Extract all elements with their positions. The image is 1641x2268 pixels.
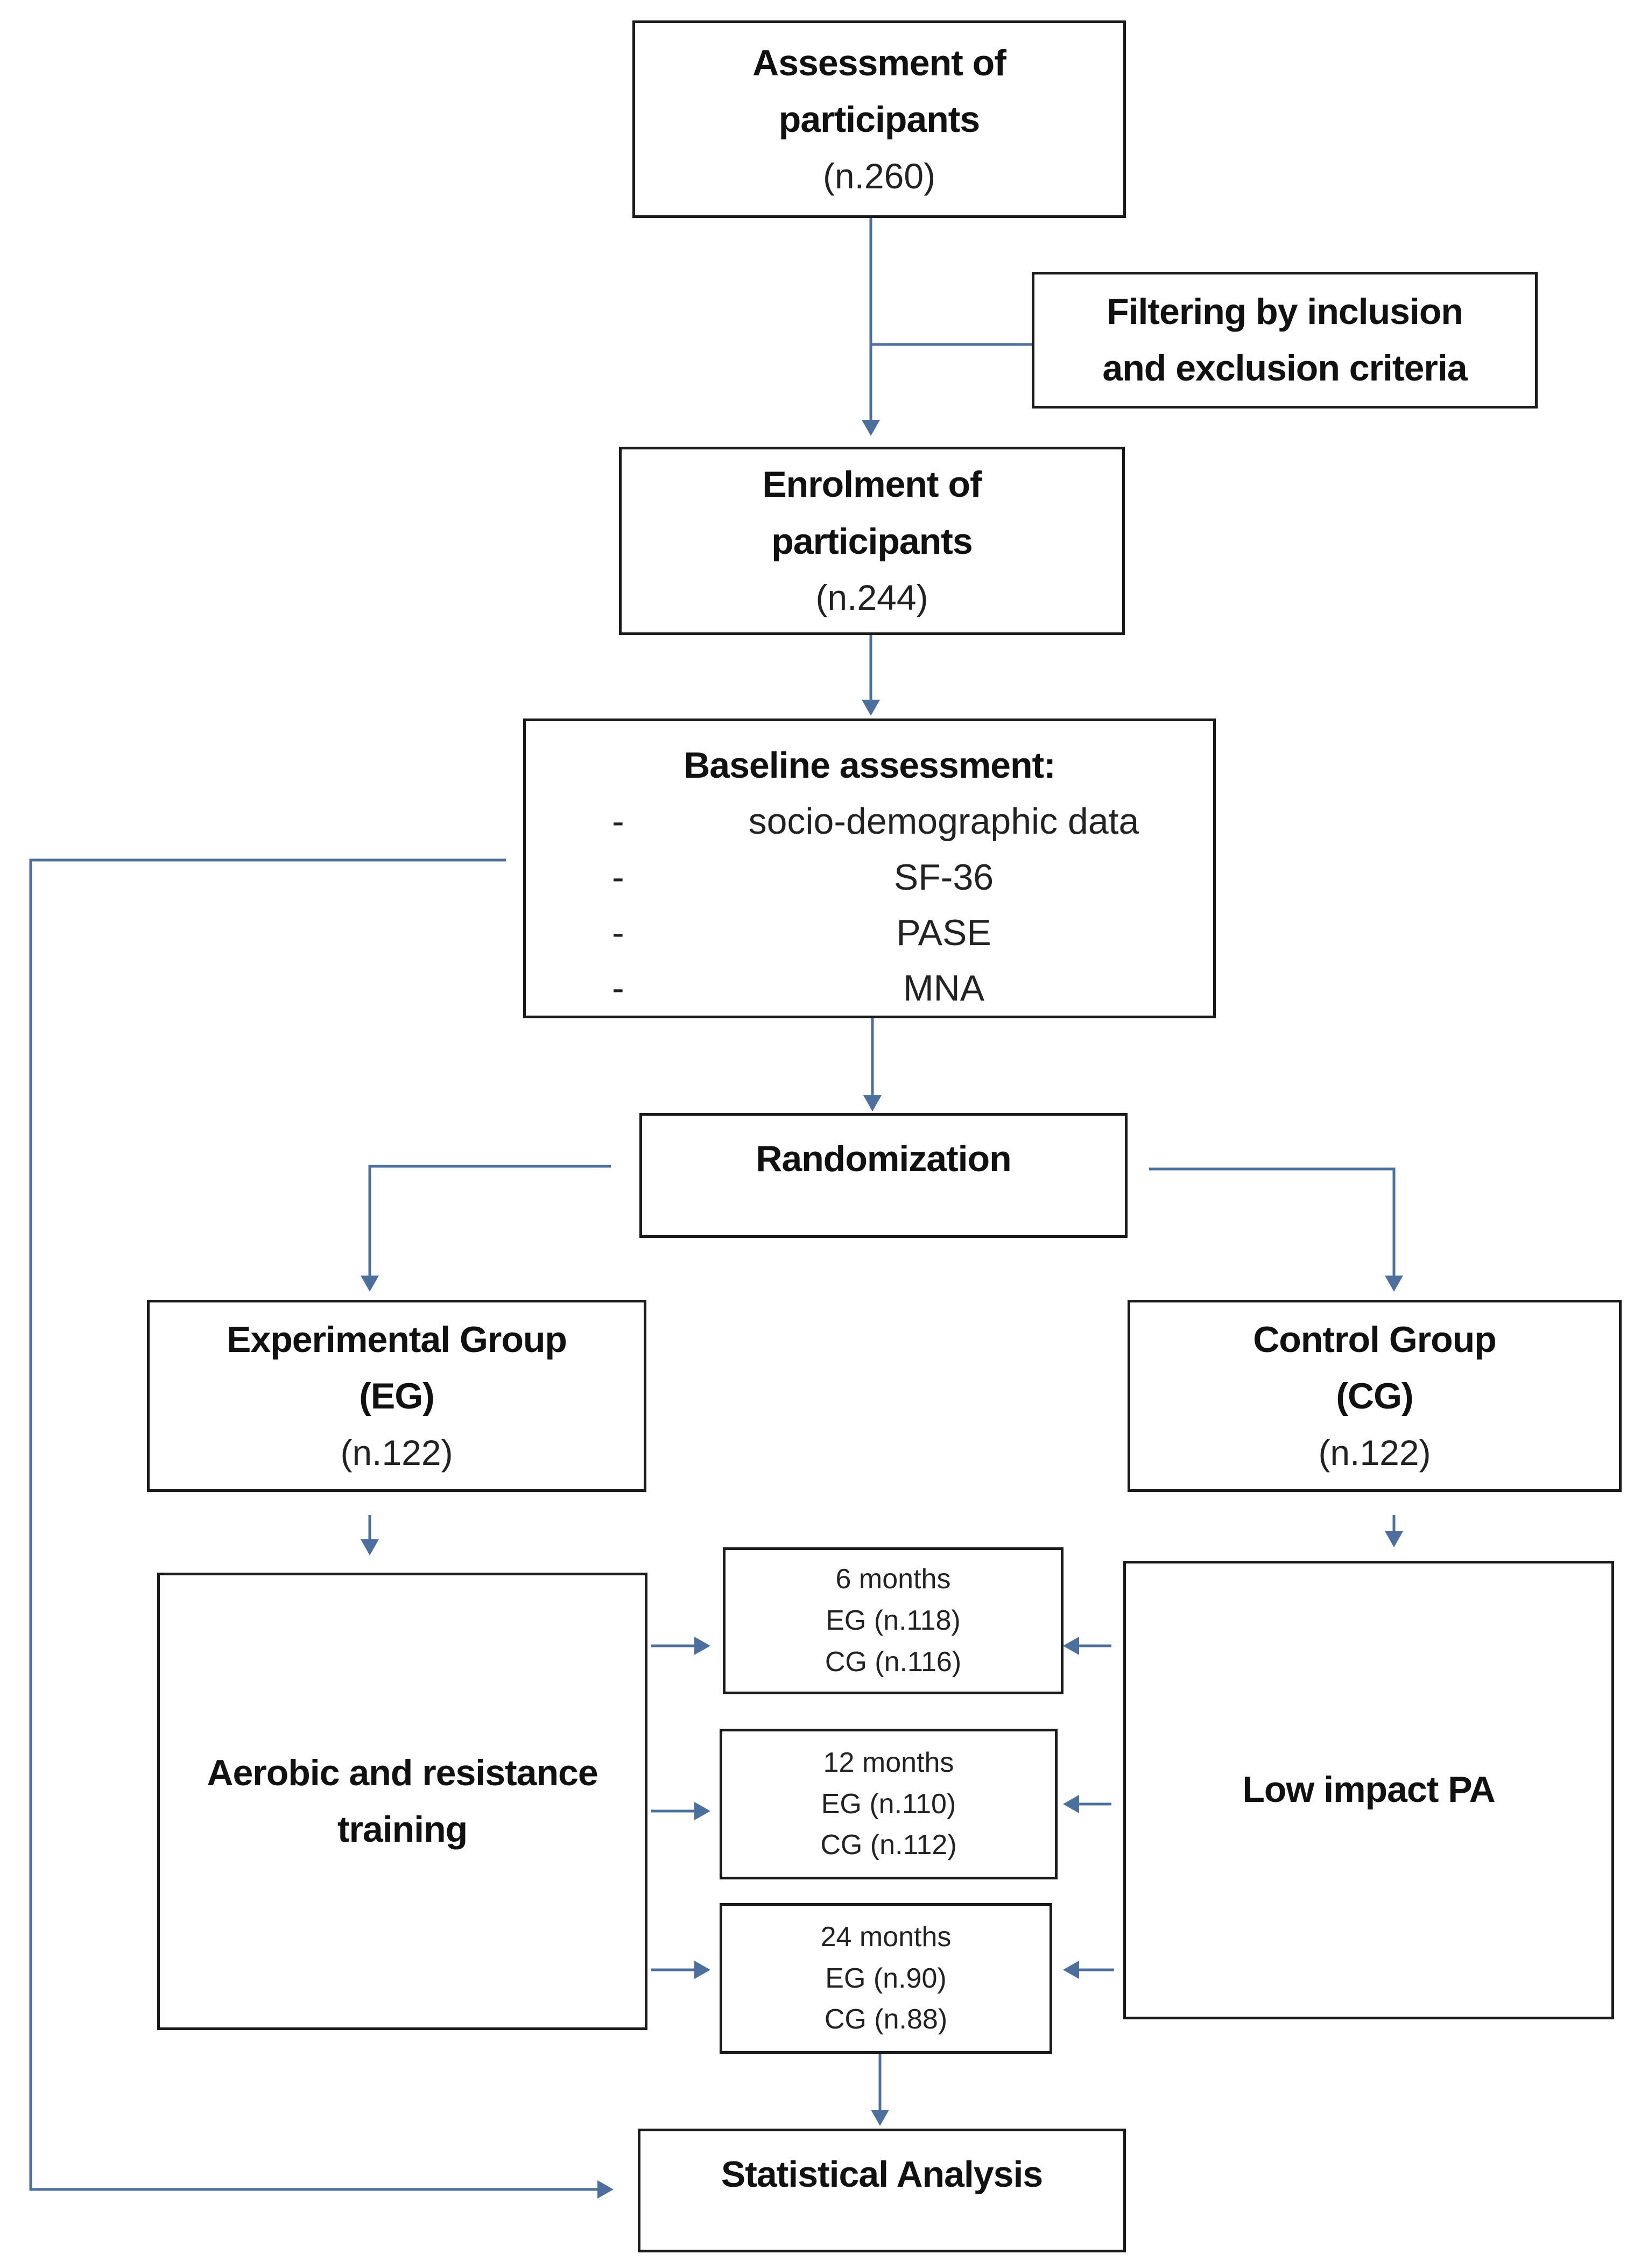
followup-24m-box: 24 months EG (n.90) CG (n.88) [720, 1903, 1052, 2054]
assessment-box: Assessment of participants (n.260) [632, 20, 1126, 218]
arrowhead-eg-6m [694, 1637, 710, 1655]
statistical-analysis-label: Statistical Analysis [721, 2154, 1043, 2195]
followup-12m-box: 12 months EG (n.110) CG (n.112) [720, 1729, 1058, 1879]
followup-period: 24 months [820, 1921, 952, 1953]
baseline-items: -socio-demographic data -SF-36 -PASE -MN… [526, 794, 1213, 1016]
followup-cg: CG (n.88) [824, 2004, 948, 2035]
arrowhead-baseline [862, 700, 880, 716]
experimental-group-count: (n.122) [340, 1432, 453, 1473]
followup-6m-box: 6 months EG (n.118) CG (n.116) [723, 1547, 1064, 1694]
control-group-title: Control Group (CG) [1253, 1319, 1497, 1417]
arrowhead-eg-12m [694, 1802, 710, 1820]
assessment-title: Assessment of participants [752, 42, 1006, 140]
baseline-box: Baseline assessment: -socio-demographic … [523, 719, 1216, 1018]
arrowhead-randomization [863, 1095, 882, 1111]
training-box: Aerobic and resistance training [157, 1573, 647, 2030]
filtering-box: Filtering by inclusion and exclusion cri… [1032, 272, 1538, 408]
arrowhead-enrolment [862, 420, 880, 436]
enrolment-box: Enrolment of participants (n.244) [619, 447, 1125, 635]
arrowhead-cg-6m [1063, 1637, 1079, 1655]
arrowhead-lowimpact [1385, 1531, 1403, 1547]
training-label: Aerobic and resistance training [207, 1752, 598, 1850]
randomization-box: Randomization [639, 1113, 1128, 1238]
baseline-item: -MNA [612, 968, 985, 1009]
arrowhead-training [361, 1539, 379, 1555]
arrowhead-eg [361, 1276, 379, 1292]
rand-to-eg-line [368, 1165, 611, 1278]
low-impact-label: Low impact PA [1242, 1769, 1495, 1811]
followup-cg: CG (n.112) [820, 1829, 957, 1861]
experimental-group-title: Experimental Group (EG) [227, 1319, 567, 1417]
randomization-label: Randomization [756, 1138, 1011, 1179]
assessment-count: (n.260) [822, 156, 936, 196]
arrowhead-analysis [871, 2110, 889, 2126]
followup-cg: CG (n.116) [825, 1646, 962, 1678]
arrowhead-eg-24m [694, 1961, 710, 1979]
statistical-analysis-box: Statistical Analysis [638, 2129, 1126, 2252]
baseline-item: -PASE [612, 912, 991, 954]
arrowhead-cg [1385, 1276, 1403, 1292]
filtering-label: Filtering by inclusion and exclusion cri… [1102, 291, 1467, 389]
enrolment-title: Enrolment of participants [762, 464, 982, 562]
enrolment-count: (n.244) [815, 577, 928, 618]
followup-period: 6 months [835, 1563, 951, 1595]
followup-period: 12 months [823, 1746, 954, 1778]
control-group-box: Control Group (CG) (n.122) [1128, 1300, 1622, 1492]
arrowhead-cg-12m [1063, 1795, 1079, 1813]
followup-eg: EG (n.110) [821, 1788, 956, 1820]
control-group-count: (n.122) [1318, 1432, 1431, 1473]
baseline-item: -socio-demographic data [612, 801, 1139, 842]
arrowhead-baseline-analysis [597, 2180, 614, 2199]
baseline-to-analysis-line [29, 858, 600, 2191]
arrowhead-cg-24m [1063, 1961, 1079, 1979]
rand-to-cg-line [1149, 1167, 1396, 1278]
followup-eg: EG (n.90) [825, 1962, 947, 1994]
followup-eg: EG (n.118) [826, 1605, 961, 1637]
low-impact-box: Low impact PA [1123, 1561, 1614, 2019]
baseline-item: -SF-36 [612, 856, 994, 898]
experimental-group-box: Experimental Group (EG) (n.122) [147, 1300, 646, 1492]
baseline-title: Baseline assessment: [684, 745, 1056, 786]
